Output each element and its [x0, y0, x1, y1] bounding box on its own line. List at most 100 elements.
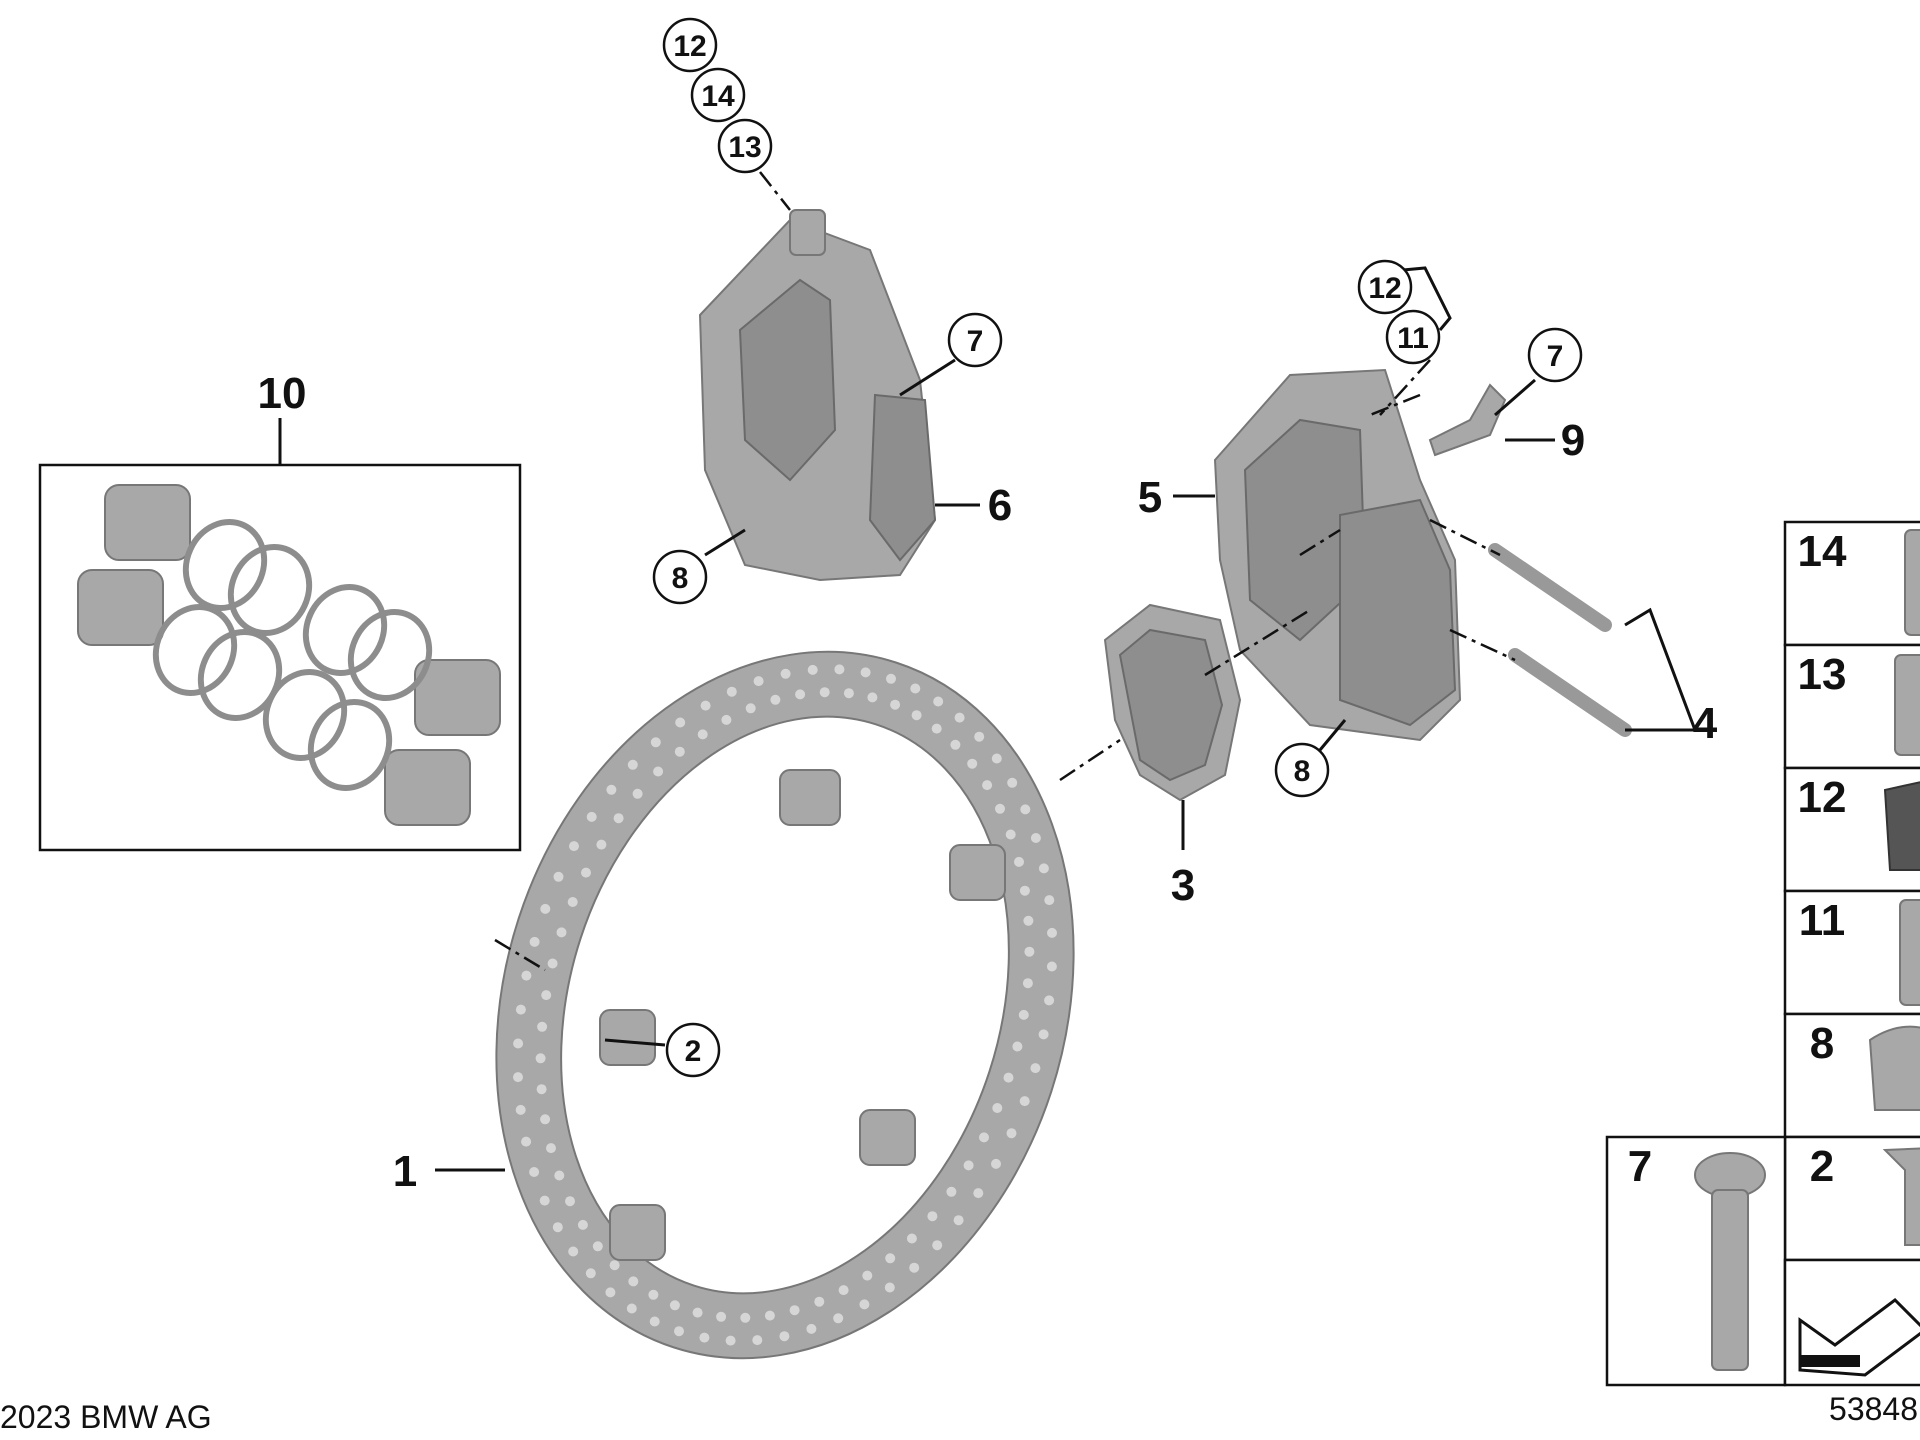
disc-hole — [606, 784, 617, 795]
brake-disc[interactable] — [407, 576, 1162, 1434]
disc-hole — [585, 1268, 596, 1279]
brake-caliper-lower[interactable] — [1213, 368, 1462, 742]
disc-hole — [1019, 1096, 1030, 1107]
callout-7-right: 7 — [1547, 340, 1564, 373]
disc-hole — [529, 936, 540, 947]
disc-hole — [521, 1136, 532, 1147]
legend-2: 2 — [1810, 1142, 1834, 1191]
legend-8: 8 — [1810, 1019, 1834, 1068]
disc-hole — [807, 664, 818, 675]
disc-hole — [596, 839, 607, 850]
disc-hole — [1024, 946, 1035, 957]
disc-hole — [982, 780, 993, 791]
disc-hole — [537, 1021, 548, 1032]
disc-hole — [565, 1196, 575, 1207]
disc-hole — [860, 667, 871, 678]
disc-hole — [963, 1160, 974, 1171]
disc-ventilation-holes — [513, 664, 1057, 1346]
diagram-id: 53848 — [1829, 1391, 1918, 1427]
disc-hole — [992, 1103, 1003, 1113]
disc-hole — [1019, 885, 1030, 896]
disc-hole — [753, 676, 764, 687]
disc-hole — [910, 683, 921, 694]
disc-hole — [946, 1186, 957, 1197]
disc-hole — [1038, 863, 1049, 874]
disc-hole — [979, 1132, 989, 1143]
disc-hole — [513, 1038, 524, 1049]
direction-arrow-icon — [1798, 1298, 1920, 1377]
disc-hole — [780, 668, 791, 679]
disc-hole — [764, 1310, 775, 1321]
brake-caliper-upper[interactable] — [698, 209, 937, 582]
disc-hole — [991, 753, 1002, 764]
disc-hole — [1018, 1009, 1029, 1020]
callout-9: 9 — [1561, 416, 1585, 465]
disc-hole — [569, 841, 579, 852]
leader-lines — [435, 171, 1698, 1172]
disc-hole — [650, 737, 661, 748]
disc-hole — [700, 700, 711, 711]
disc-hole — [806, 1323, 817, 1334]
disc-hole — [1044, 895, 1055, 906]
disc-hole — [675, 717, 686, 728]
disc-hole — [1003, 1072, 1014, 1083]
disc-hole — [911, 710, 922, 721]
callout-labels: 1 3 4 5 6 9 10 — [258, 369, 1718, 1196]
disc-hole — [627, 759, 638, 770]
disc-hole — [699, 1332, 710, 1343]
disc-hole — [632, 788, 643, 799]
legend-11: 11 — [1799, 896, 1846, 945]
disc-hole — [546, 1143, 556, 1154]
disc-hole — [626, 1303, 637, 1314]
disc-hole — [725, 1335, 736, 1346]
disc-hole — [567, 897, 578, 907]
disc-hole — [1005, 829, 1016, 840]
disc-hole — [674, 746, 685, 757]
disc-hole — [726, 686, 737, 697]
callout-12-right: 12 — [1368, 272, 1401, 305]
disc-hole — [1030, 833, 1041, 843]
callout-5: 5 — [1138, 473, 1162, 522]
callout-1: 1 — [393, 1147, 417, 1196]
pad-spring-clip[interactable] — [1428, 383, 1507, 457]
callout-12-upper: 12 — [673, 30, 706, 63]
disc-hole — [613, 813, 624, 824]
kit-seal-rings — [152, 519, 433, 791]
disc-hole — [540, 903, 551, 914]
disc-hole — [950, 739, 961, 750]
disc-hole — [541, 990, 552, 1001]
disc-hole — [953, 1215, 964, 1226]
disc-hole — [995, 803, 1005, 814]
circled-callouts: 12 14 13 7 8 12 11 7 8 2 — [652, 17, 1583, 1078]
disc-hole — [515, 1004, 526, 1015]
disc-hole — [521, 970, 532, 981]
disc-hole — [552, 1222, 563, 1233]
disc-hole — [540, 1114, 551, 1125]
guide-pins[interactable] — [1488, 543, 1632, 737]
brake-pad[interactable] — [1103, 603, 1242, 802]
disc-hole — [674, 1326, 684, 1337]
disc-hole — [1030, 1063, 1041, 1074]
disc-hole — [838, 1285, 849, 1296]
disc-hole — [814, 1296, 825, 1307]
callout-6: 6 — [988, 481, 1012, 530]
disc-hole — [568, 1246, 579, 1257]
disc-hole — [556, 927, 567, 938]
disc-hole — [933, 696, 944, 707]
disc-hole — [581, 867, 591, 878]
disc-hole — [513, 1072, 523, 1083]
disc-hole — [1023, 915, 1034, 926]
disc-hole — [692, 1307, 703, 1318]
callout-8-right: 8 — [1294, 755, 1311, 788]
disc-hole — [819, 687, 830, 698]
disc-hole — [592, 1241, 603, 1252]
disc-hole — [740, 1312, 751, 1323]
disc-hole — [547, 958, 558, 969]
piston-seal-kit-box[interactable] — [38, 418, 522, 852]
disc-hole — [909, 1262, 920, 1273]
disc-hole — [906, 1233, 917, 1244]
callout-13: 13 — [728, 131, 761, 164]
legend-14: 14 — [1798, 527, 1847, 576]
disc-hole — [932, 1240, 943, 1251]
